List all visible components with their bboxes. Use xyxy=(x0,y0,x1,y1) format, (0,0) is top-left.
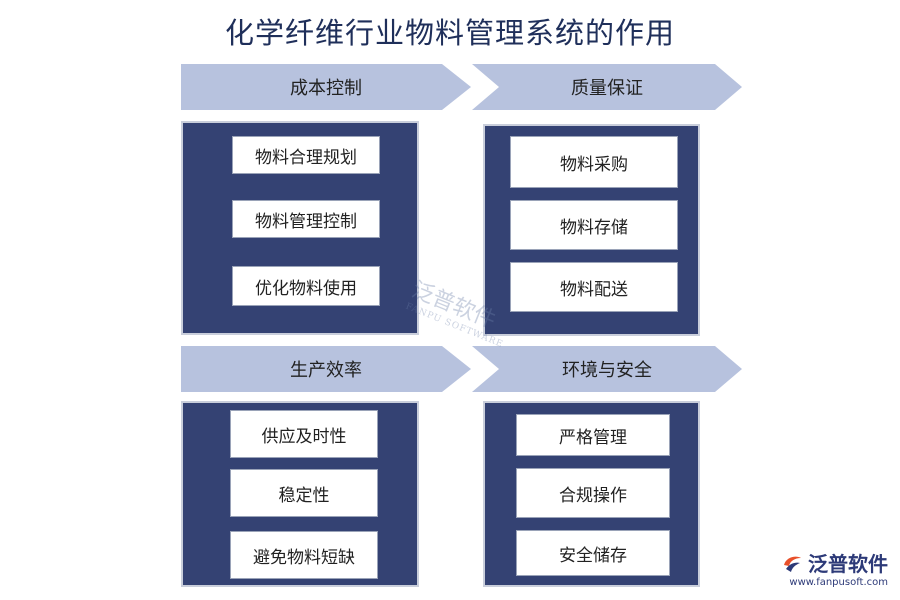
item-delivery: 物料配送 xyxy=(510,262,678,312)
panel-quality: 物料采购 物料存储 物料配送 xyxy=(483,124,700,336)
item-stability: 稳定性 xyxy=(230,469,378,517)
item-label: 供应及时性 xyxy=(261,426,347,447)
item-label: 物料存储 xyxy=(560,217,628,238)
section-header-environment-safety: 环境与安全 xyxy=(472,346,742,392)
section-header-cost-control: 成本控制 xyxy=(181,64,471,110)
item-storage: 物料存储 xyxy=(510,200,678,250)
section-header-label: 环境与安全 xyxy=(562,360,652,381)
item-label: 安全储存 xyxy=(559,545,627,566)
item-material-control: 物料管理控制 xyxy=(232,200,380,238)
item-optimize-usage: 优化物料使用 xyxy=(232,266,380,306)
brand-logo: 泛普软件 www.fanpusoft.com xyxy=(780,548,888,588)
item-compliant-operation: 合规操作 xyxy=(516,468,670,518)
item-procurement: 物料采购 xyxy=(510,136,678,188)
section-header-quality: 质量保证 xyxy=(472,64,742,110)
item-label: 物料采购 xyxy=(560,154,628,175)
section-header-label: 生产效率 xyxy=(290,360,362,381)
item-strict-management: 严格管理 xyxy=(516,414,670,456)
panel-efficiency: 供应及时性 稳定性 避免物料短缺 xyxy=(181,401,419,587)
section-header-label: 成本控制 xyxy=(290,78,362,99)
panel-environment-safety: 严格管理 合规操作 安全储存 xyxy=(483,401,700,587)
logo-url: www.fanpusoft.com xyxy=(789,577,888,588)
logo-name: 泛普软件 xyxy=(808,552,888,576)
section-header-label: 质量保证 xyxy=(571,78,643,99)
item-material-planning: 物料合理规划 xyxy=(232,136,380,174)
item-label: 物料管理控制 xyxy=(255,211,357,232)
panel-cost-control: 物料合理规划 物料管理控制 优化物料使用 xyxy=(181,121,419,335)
page-title: 化学纤维行业物料管理系统的作用 xyxy=(224,16,675,50)
item-label: 物料配送 xyxy=(560,279,628,300)
item-safe-storage: 安全储存 xyxy=(516,530,670,576)
item-label: 物料合理规划 xyxy=(255,147,357,168)
item-timely-supply: 供应及时性 xyxy=(230,410,378,458)
item-label: 严格管理 xyxy=(559,427,627,448)
item-avoid-shortage: 避免物料短缺 xyxy=(230,531,378,579)
item-label: 稳定性 xyxy=(278,485,330,506)
item-label: 优化物料使用 xyxy=(255,278,357,299)
fanpu-logo-icon xyxy=(784,556,801,572)
item-label: 避免物料短缺 xyxy=(253,547,355,568)
section-header-efficiency: 生产效率 xyxy=(181,346,471,392)
item-label: 合规操作 xyxy=(559,485,627,506)
